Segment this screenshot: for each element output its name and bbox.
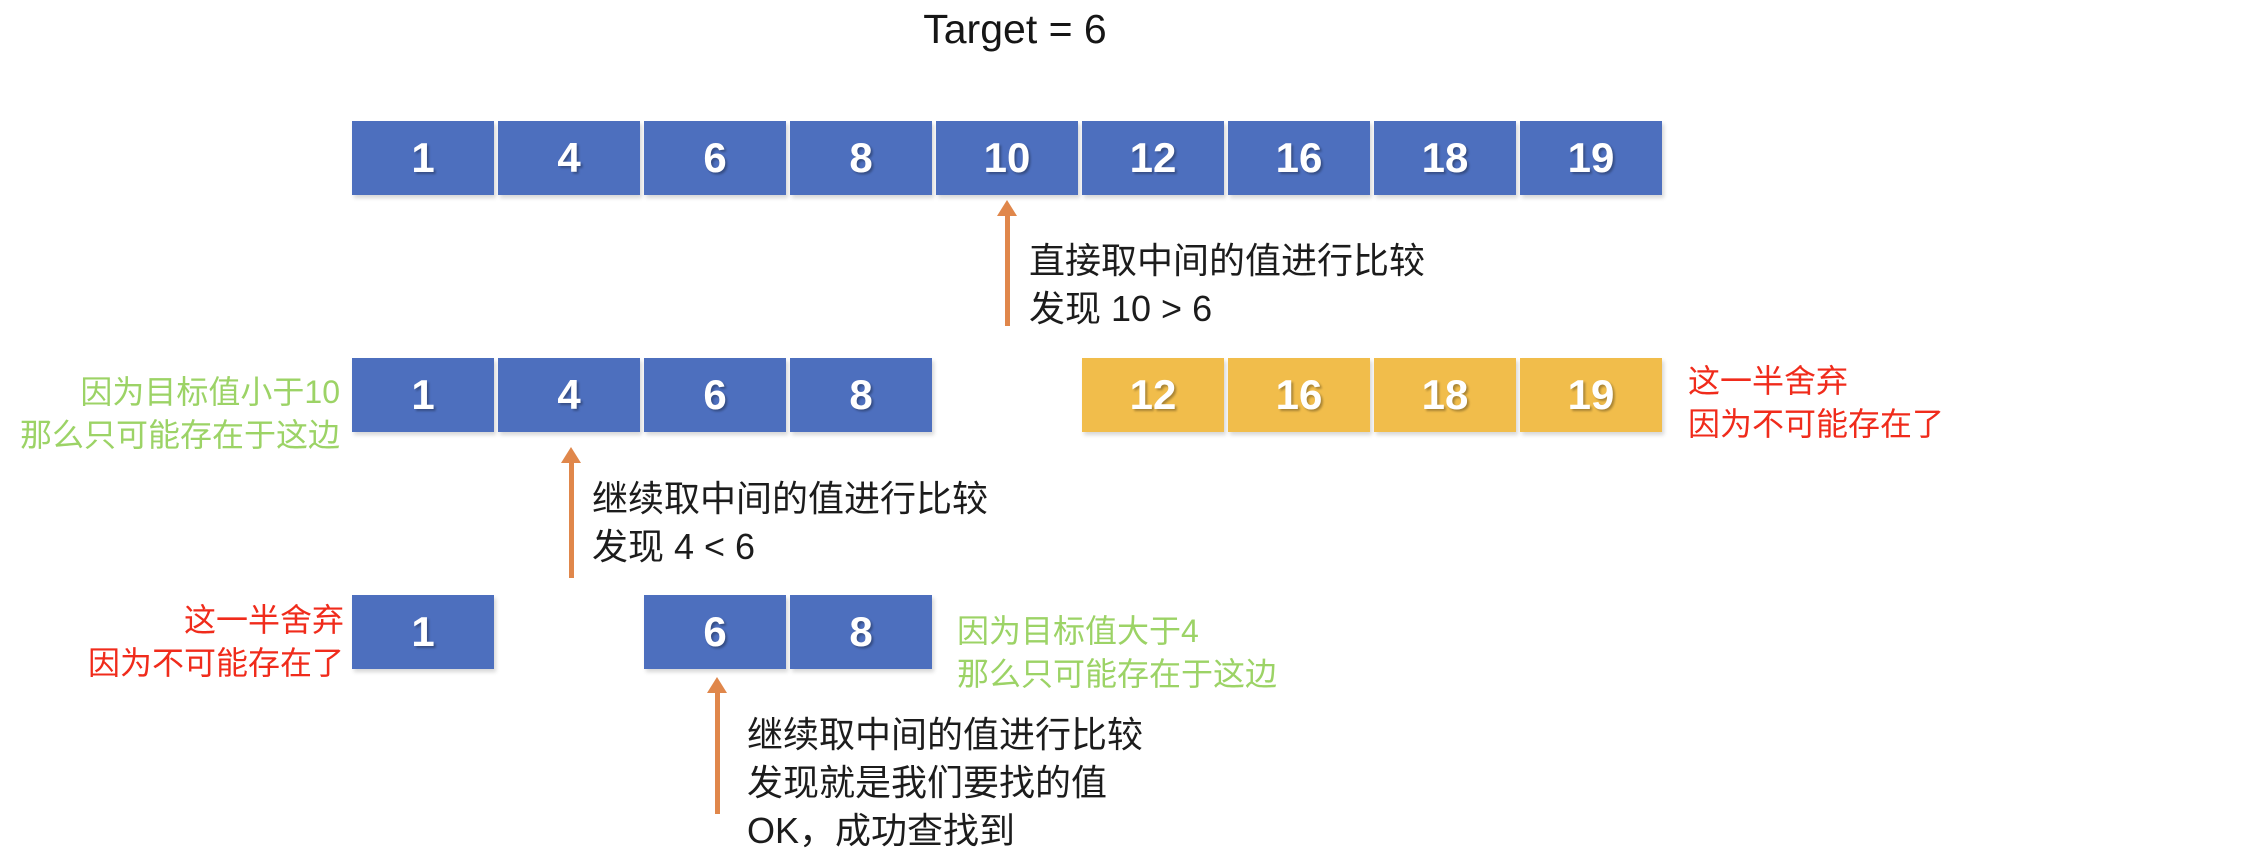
array-row-full: 1 4 6 8 10 12 16 18 19 — [352, 121, 1662, 195]
discard-right-note-line: 这一半舍弃 — [1688, 363, 1849, 399]
discard-left-note: 这一半舍弃 因为不可能存在了 — [0, 599, 344, 685]
array-row-final-left: 1 — [352, 595, 494, 669]
array-row-left-half: 1 4 6 8 — [352, 358, 932, 432]
up-arrow-icon — [707, 677, 727, 814]
arrow-shaft — [1004, 216, 1010, 326]
arrow-head — [561, 447, 581, 463]
arrow-head — [707, 677, 727, 693]
keep-left-note-line: 那么只可能存在于这边 — [19, 417, 340, 453]
discard-left-note-line: 因为不可能存在了 — [87, 645, 344, 681]
step1-note: 直接取中间的值进行比较 发现 10 > 6 — [1029, 237, 1425, 333]
diagram-title: Target = 6 — [923, 6, 1107, 52]
step2-note-line: 继续取中间的值进行比较 — [592, 478, 989, 519]
array-cell: 1 — [352, 121, 494, 195]
array-cell: 16 — [1228, 121, 1370, 195]
array-cell: 8 — [790, 358, 932, 432]
discard-left-note-line: 这一半舍弃 — [183, 602, 344, 638]
array-cell: 12 — [1082, 121, 1224, 195]
array-cell: 18 — [1374, 121, 1516, 195]
discard-right-note: 这一半舍弃 因为不可能存在了 — [1688, 360, 1944, 446]
array-cell: 19 — [1520, 121, 1662, 195]
keep-right-note: 因为目标值大于4 那么只可能存在于这边 — [957, 610, 1277, 696]
array-cell: 19 — [1520, 358, 1662, 432]
keep-right-note-line: 那么只可能存在于这边 — [957, 656, 1278, 692]
array-cell: 6 — [644, 121, 786, 195]
array-row-right-half: 12 16 18 19 — [1082, 358, 1662, 432]
array-cell: 6 — [644, 595, 786, 669]
keep-left-note-line: 因为目标值小于10 — [80, 374, 340, 410]
array-cell: 1 — [352, 358, 494, 432]
step2-note: 继续取中间的值进行比较 发现 4 < 6 — [592, 475, 988, 571]
step3-note-line: 发现就是我们要找的值 — [747, 762, 1108, 803]
up-arrow-icon — [561, 447, 581, 578]
array-cell: 1 — [352, 595, 494, 669]
array-cell: 8 — [790, 595, 932, 669]
step1-note-line: 发现 10 > 6 — [1029, 288, 1213, 329]
step1-note-line: 直接取中间的值进行比较 — [1029, 240, 1426, 281]
array-cell: 8 — [790, 121, 932, 195]
arrow-shaft — [714, 693, 720, 814]
array-cell: 10 — [936, 121, 1078, 195]
keep-left-note: 因为目标值小于10 那么只可能存在于这边 — [0, 371, 340, 457]
step3-note: 继续取中间的值进行比较 发现就是我们要找的值 OK，成功查找到 — [747, 711, 1143, 850]
step2-note-line: 发现 4 < 6 — [592, 526, 756, 567]
array-cell: 4 — [498, 358, 640, 432]
up-arrow-icon — [997, 200, 1017, 326]
array-cell: 12 — [1082, 358, 1224, 432]
array-row-final-mid: 6 8 — [644, 595, 932, 669]
discard-right-note-line: 因为不可能存在了 — [1688, 406, 1945, 442]
step3-note-line: 继续取中间的值进行比较 — [747, 714, 1144, 755]
arrow-shaft — [568, 463, 574, 578]
step3-note-line: OK，成功查找到 — [747, 810, 1016, 850]
array-cell: 6 — [644, 358, 786, 432]
array-cell: 16 — [1228, 358, 1370, 432]
arrow-head — [997, 200, 1017, 216]
array-cell: 18 — [1374, 358, 1516, 432]
array-cell: 4 — [498, 121, 640, 195]
keep-right-note-line: 因为目标值大于4 — [957, 613, 1199, 649]
